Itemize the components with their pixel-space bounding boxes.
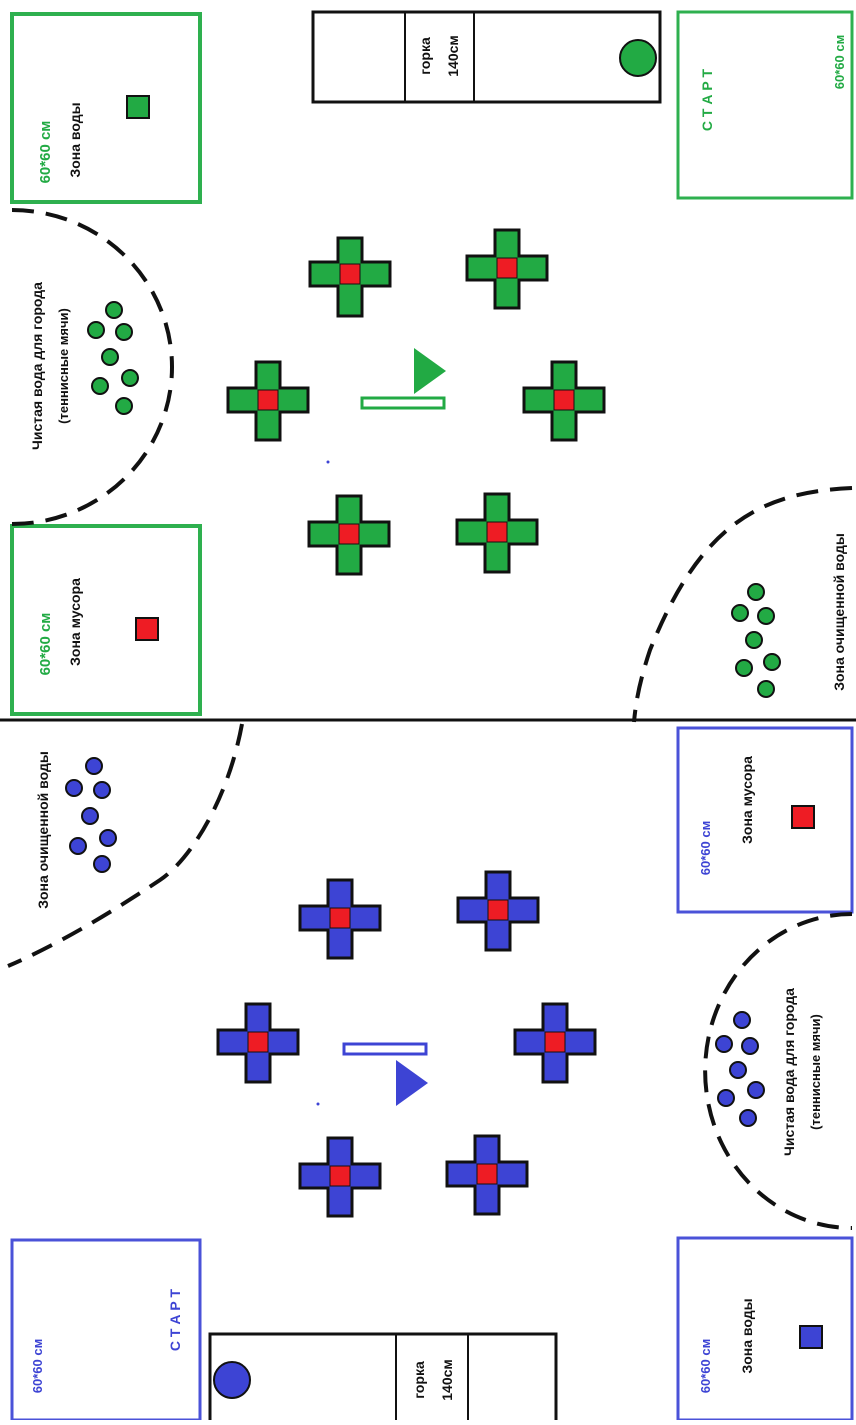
blue-clean-water-boundary: [703, 912, 853, 1230]
blue-cross: [513, 1002, 597, 1084]
tennis-ball: [81, 807, 99, 825]
green-base-bar: [360, 396, 446, 410]
green-purified-water-label: Зона очищенной воды: [831, 533, 847, 691]
tennis-ball: [729, 1061, 747, 1079]
blue-tennis-balls: [715, 1011, 765, 1127]
green-water-zone-size: 60*60 см: [37, 121, 54, 184]
tennis-ball: [115, 323, 133, 341]
green-tennis-balls: [87, 301, 139, 415]
green-trash-zone-label: Зона мусора: [67, 578, 83, 666]
tennis-ball: [105, 301, 123, 319]
green-trash-zone-size: 60*60 см: [37, 613, 54, 676]
tennis-ball: [69, 837, 87, 855]
blue-trash-zone-size: 60*60 см: [698, 821, 713, 875]
blue-cross: [456, 870, 540, 952]
tennis-ball: [93, 781, 111, 799]
green-water-zone: [10, 12, 202, 204]
green-start-size: 60*60 см: [832, 35, 847, 89]
blue-water-token: [799, 1325, 823, 1349]
blue-purified-balls: [65, 757, 117, 873]
green-direction-arrow: [414, 348, 446, 394]
green-purified-balls: [731, 583, 781, 698]
green-purified-water-boundary: [632, 486, 853, 723]
blue-trash-zone: [676, 726, 854, 914]
green-robot-marker: [619, 39, 657, 77]
tennis-ball: [739, 1109, 757, 1127]
green-slide-height: 140см: [445, 35, 461, 77]
tennis-ball: [757, 680, 775, 698]
tennis-ball: [85, 757, 103, 775]
green-water-token: [126, 95, 150, 119]
green-clean-water-subtitle: (теннисные мячи): [56, 308, 71, 424]
green-cross: [308, 236, 392, 318]
tennis-ball: [87, 321, 105, 339]
blue-clean-water-title: Чистая вода для города: [781, 988, 797, 1156]
blue-base-bar: [342, 1042, 428, 1056]
blue-cross: [216, 1002, 300, 1084]
green-cross: [307, 494, 391, 576]
tennis-ball: [735, 659, 753, 677]
blue-robot-marker: [213, 1361, 251, 1399]
blue-water-zone-size: 60*60 см: [698, 1339, 713, 1393]
blue-slide-height: 140см: [439, 1359, 455, 1401]
blue-slide-label: горка: [411, 1361, 427, 1399]
tennis-ball: [101, 348, 119, 366]
blue-trash-token: [791, 805, 815, 829]
tennis-ball: [115, 397, 133, 415]
tennis-ball: [715, 1035, 733, 1053]
green-clean-water-boundary: [11, 208, 174, 526]
green-start-label: С Т А Р Т: [699, 68, 715, 131]
green-trash-zone: [10, 524, 202, 716]
tennis-ball: [121, 369, 139, 387]
green-trash-token: [135, 617, 159, 641]
tennis-ball: [763, 653, 781, 671]
blue-water-zone-label: Зона воды: [739, 1298, 755, 1373]
tennis-ball: [747, 583, 765, 601]
blue-purified-water-label: Зона очищенной воды: [35, 751, 51, 909]
green-start-zone: [676, 10, 854, 200]
green-cross: [522, 360, 606, 442]
stray-dot: [316, 1102, 320, 1106]
stray-dot: [326, 460, 330, 464]
blue-cross: [445, 1134, 529, 1216]
tennis-ball: [99, 829, 117, 847]
blue-purified-water-boundary: [7, 723, 244, 968]
blue-slide: [208, 1332, 558, 1424]
green-clean-water-title: Чистая вода для города: [29, 282, 45, 450]
blue-cross: [298, 1136, 382, 1218]
tennis-ball: [757, 607, 775, 625]
green-water-zone-label: Зона воды: [67, 102, 83, 177]
tennis-ball: [747, 1081, 765, 1099]
green-cross: [465, 228, 549, 310]
tennis-ball: [717, 1089, 735, 1107]
tennis-ball: [93, 855, 111, 873]
green-cross: [455, 492, 539, 574]
tennis-ball: [745, 631, 763, 649]
tennis-ball: [65, 779, 83, 797]
green-cross: [226, 360, 310, 442]
blue-start-label: С Т А Р Т: [167, 1288, 183, 1351]
blue-cross: [298, 878, 382, 960]
tennis-ball: [741, 1037, 759, 1055]
tennis-ball: [91, 377, 109, 395]
blue-start-size: 60*60 см: [30, 1339, 45, 1393]
tennis-ball: [733, 1011, 751, 1029]
green-slide-label: горка: [417, 37, 433, 75]
tennis-ball: [731, 604, 749, 622]
blue-direction-arrow: [396, 1060, 428, 1106]
blue-trash-zone-label: Зона мусора: [739, 756, 755, 844]
green-slide: [311, 10, 662, 104]
blue-clean-water-subtitle: (теннисные мячи): [808, 1014, 823, 1130]
